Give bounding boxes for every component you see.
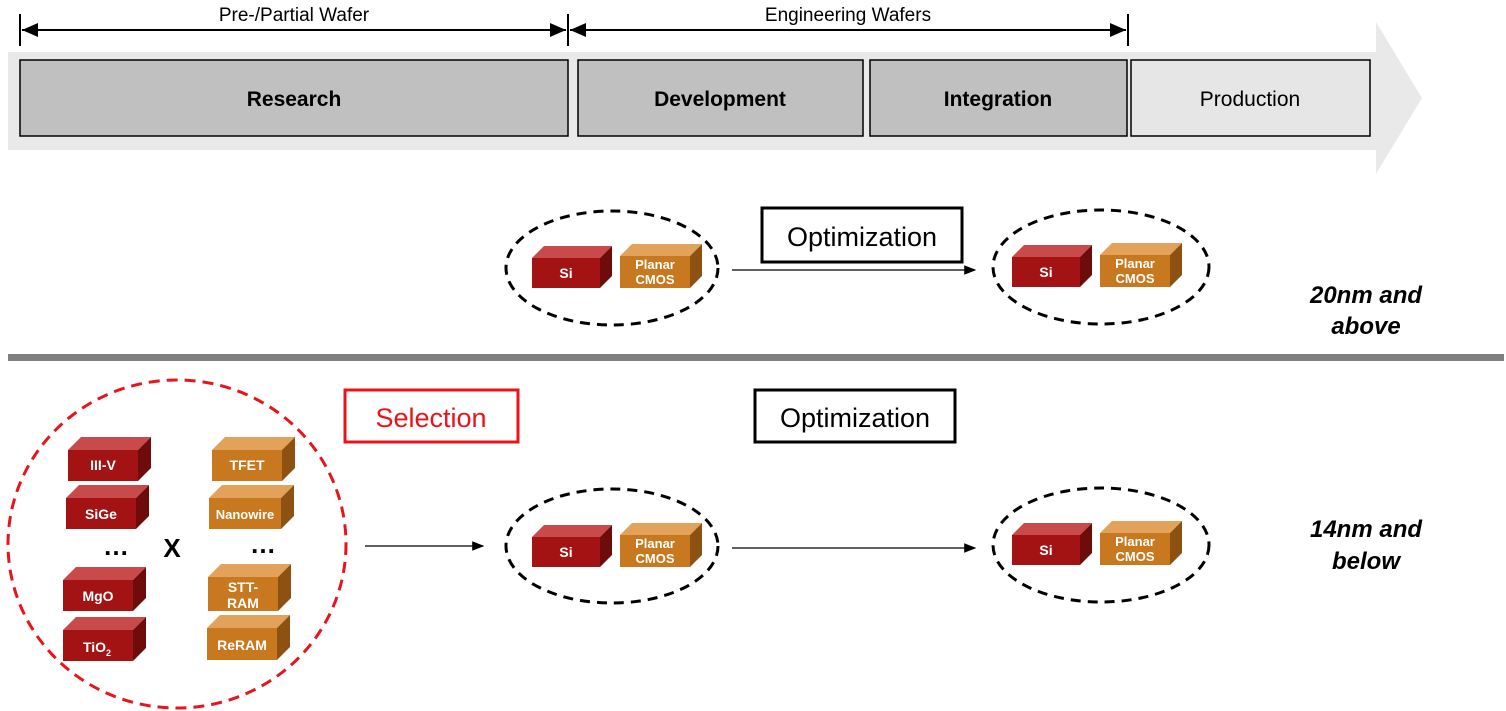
- device-cube-nanowire: Nanowire: [209, 485, 294, 529]
- top-right-si-label: Si: [1039, 264, 1052, 280]
- material-mgo-label: MgO: [82, 588, 113, 604]
- bottom-right-si-cube: Si: [1012, 523, 1092, 565]
- top-right-planar-label: Planar: [1115, 256, 1155, 271]
- device-stt-label: STT-: [228, 579, 259, 595]
- material-tio2-label: TiO: [83, 639, 106, 655]
- cross-symbol: X: [163, 533, 181, 563]
- top-left-cmos-label: CMOS: [636, 272, 675, 287]
- bottom-left-group-outline: [504, 487, 720, 605]
- bottom-left-si-label: Si: [559, 544, 572, 560]
- top-right-group-outline: [991, 208, 1211, 326]
- bottom-optimization-box: Optimization: [753, 388, 957, 444]
- top-left-planar-cmos-cube: Planar CMOS: [620, 244, 702, 288]
- stage-development: Development: [577, 59, 864, 137]
- bottom-right-si-label: Si: [1039, 542, 1052, 558]
- bottom-right-cmos-label: CMOS: [1116, 549, 1155, 564]
- stage-development-label: Development: [654, 88, 786, 111]
- top-optimization-label: Optimization: [787, 222, 937, 252]
- span-engineering-wafers-label: Engineering Wafers: [765, 5, 931, 26]
- device-ram-label: RAM: [227, 595, 259, 611]
- selection-label: Selection: [375, 403, 486, 433]
- material-tio2-subscript: 2: [106, 648, 111, 658]
- materials-ellipsis: …: [103, 531, 129, 561]
- device-nanowire-label: Nanowire: [216, 507, 275, 522]
- device-reram-label: ReRAM: [217, 637, 267, 653]
- bottom-right-planar-cmos-cube: Planar CMOS: [1100, 521, 1182, 565]
- device-cube-reram: ReRAM: [207, 615, 290, 660]
- device-tfet-label: TFET: [230, 457, 265, 473]
- bottom-left-si-cube: Si: [532, 525, 612, 567]
- top-node-label-line1: 20nm and: [1309, 282, 1423, 309]
- top-left-planar-label: Planar: [635, 257, 675, 272]
- top-right-si-cube: Si: [1012, 245, 1092, 287]
- top-left-group-outline: [504, 209, 720, 327]
- section-divider: [8, 354, 1504, 361]
- stage-integration: Integration: [869, 59, 1128, 137]
- material-cube-tio2: TiO2: [63, 617, 146, 661]
- stage-research-label: Research: [247, 88, 342, 111]
- material-sige-label: SiGe: [85, 506, 117, 522]
- span-pre-partial-wafer-label: Pre-/Partial Wafer: [219, 5, 370, 26]
- top-row: Optimization Si Planar CMOS Si: [504, 206, 1423, 340]
- svg-text:TiO2: TiO2: [83, 639, 111, 658]
- bottom-right-planar-label: Planar: [1115, 534, 1155, 549]
- bottom-right-group-outline: [991, 486, 1211, 604]
- bottom-optimization-label: Optimization: [780, 403, 930, 433]
- stage-integration-label: Integration: [944, 88, 1053, 111]
- material-cube-mgo: MgO: [63, 567, 146, 611]
- stage-production-label: Production: [1200, 88, 1300, 111]
- bottom-node-label-line1: 14nm and: [1310, 516, 1423, 543]
- bottom-left-planar-label: Planar: [635, 536, 675, 551]
- material-iii-v-label: III-V: [90, 457, 116, 473]
- top-optimization-box: Optimization: [760, 206, 964, 264]
- material-cube-sige: SiGe: [66, 485, 149, 529]
- stage-production: Production: [1130, 59, 1371, 137]
- top-node-label-line2: above: [1331, 313, 1400, 340]
- selection-box: Selection: [343, 388, 520, 444]
- device-cube-tfet: TFET: [212, 437, 295, 481]
- span-pre-partial-wafer: Pre-/Partial Wafer: [19, 5, 569, 46]
- span-engineering-wafers: Engineering Wafers: [570, 5, 1129, 46]
- stage-research: Research: [19, 59, 569, 137]
- top-left-si-label: Si: [559, 265, 572, 281]
- timeline: Pre-/Partial Wafer Engineering Wafers Re…: [8, 5, 1422, 174]
- material-cube-iii-v: III-V: [68, 437, 151, 481]
- bottom-left-planar-cmos-cube: Planar CMOS: [620, 523, 702, 567]
- bottom-row: Selection Optimization III-V SiGe … MgO: [6, 378, 1423, 710]
- candidate-pool-outline: [6, 378, 348, 710]
- bottom-node-label-line2: below: [1332, 548, 1401, 575]
- bottom-left-cmos-label: CMOS: [636, 551, 675, 566]
- top-right-cmos-label: CMOS: [1116, 271, 1155, 286]
- devices-ellipsis: …: [250, 529, 276, 559]
- top-right-planar-cmos-cube: Planar CMOS: [1100, 243, 1182, 287]
- top-left-si-cube: Si: [532, 246, 612, 288]
- device-cube-stt-ram: STT- RAM: [208, 564, 291, 611]
